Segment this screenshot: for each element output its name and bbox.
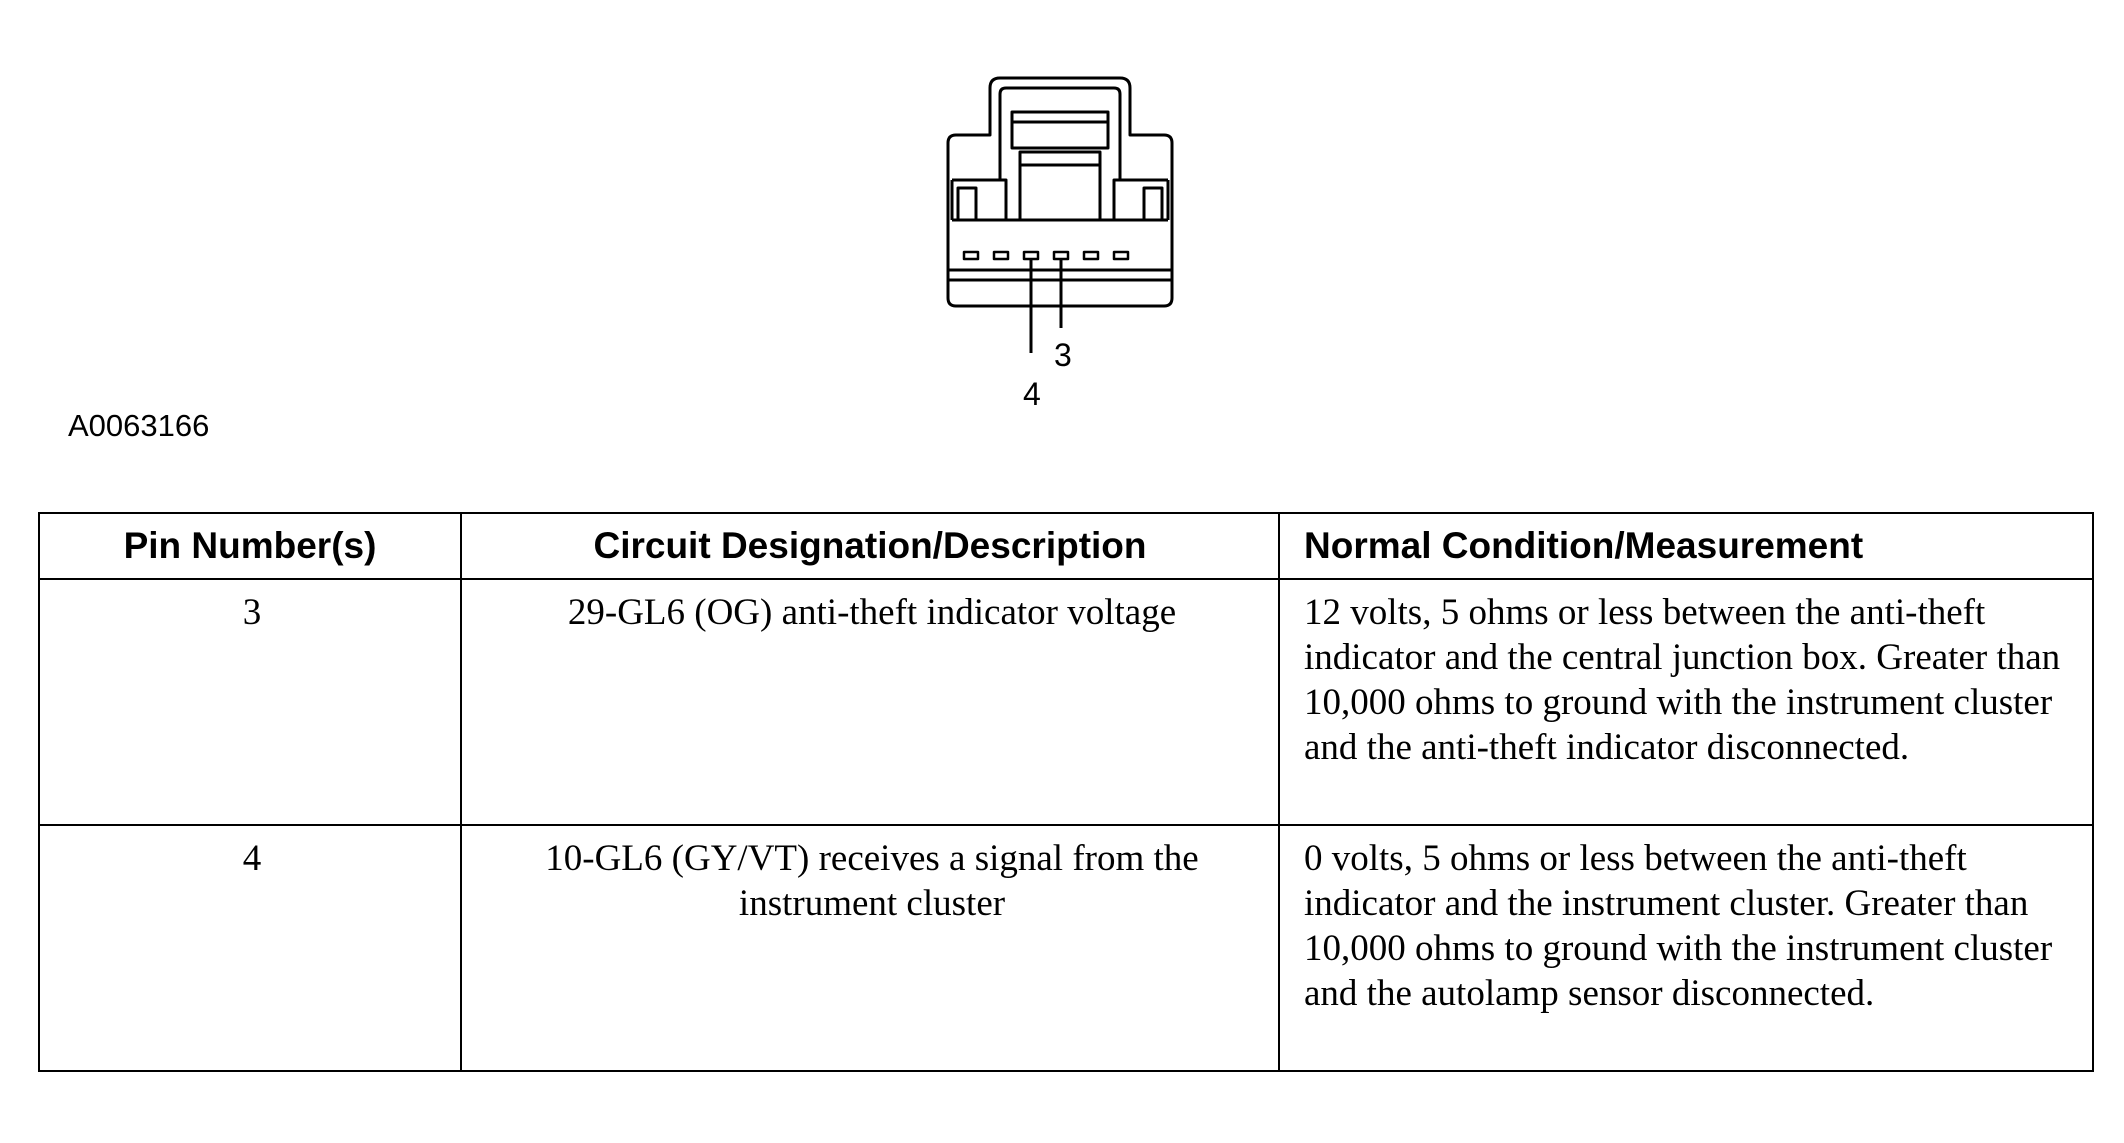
connector-diagram: 3 4 — [946, 76, 1174, 412]
figure-id: A0063166 — [68, 408, 210, 443]
circuit-cell: 29-GL6 (OG) anti-theft indicator voltage — [460, 578, 1280, 826]
header-circuit: Circuit Designation/Description — [460, 512, 1280, 580]
circuit-cell: 10-GL6 (GY/VT) receives a signal from th… — [460, 824, 1280, 1072]
header-pin-numbers: Pin Number(s) — [38, 512, 462, 580]
pin-3-label: 3 — [1054, 337, 1072, 373]
pin-cell: 3 — [38, 578, 462, 826]
connector-housing — [946, 76, 1174, 308]
condition-cell: 0 volts, 5 ohms or less between the anti… — [1278, 824, 2094, 1072]
condition-cell: 12 volts, 5 ohms or less between the ant… — [1278, 578, 2094, 826]
pinout-table: Pin Number(s) Circuit Designation/Descri… — [38, 512, 2094, 1072]
terminal-cavities — [962, 250, 1130, 261]
table-row: 3 29-GL6 (OG) anti-theft indicator volta… — [38, 578, 2094, 826]
table-row: 4 10-GL6 (GY/VT) receives a signal from … — [38, 824, 2094, 1072]
pin-cell: 4 — [38, 824, 462, 1072]
header-condition: Normal Condition/Measurement — [1278, 512, 2094, 580]
pin-4-label: 4 — [1023, 376, 1041, 412]
table-header-row: Pin Number(s) Circuit Designation/Descri… — [38, 512, 2094, 580]
connector-lock-tab — [998, 86, 1122, 180]
